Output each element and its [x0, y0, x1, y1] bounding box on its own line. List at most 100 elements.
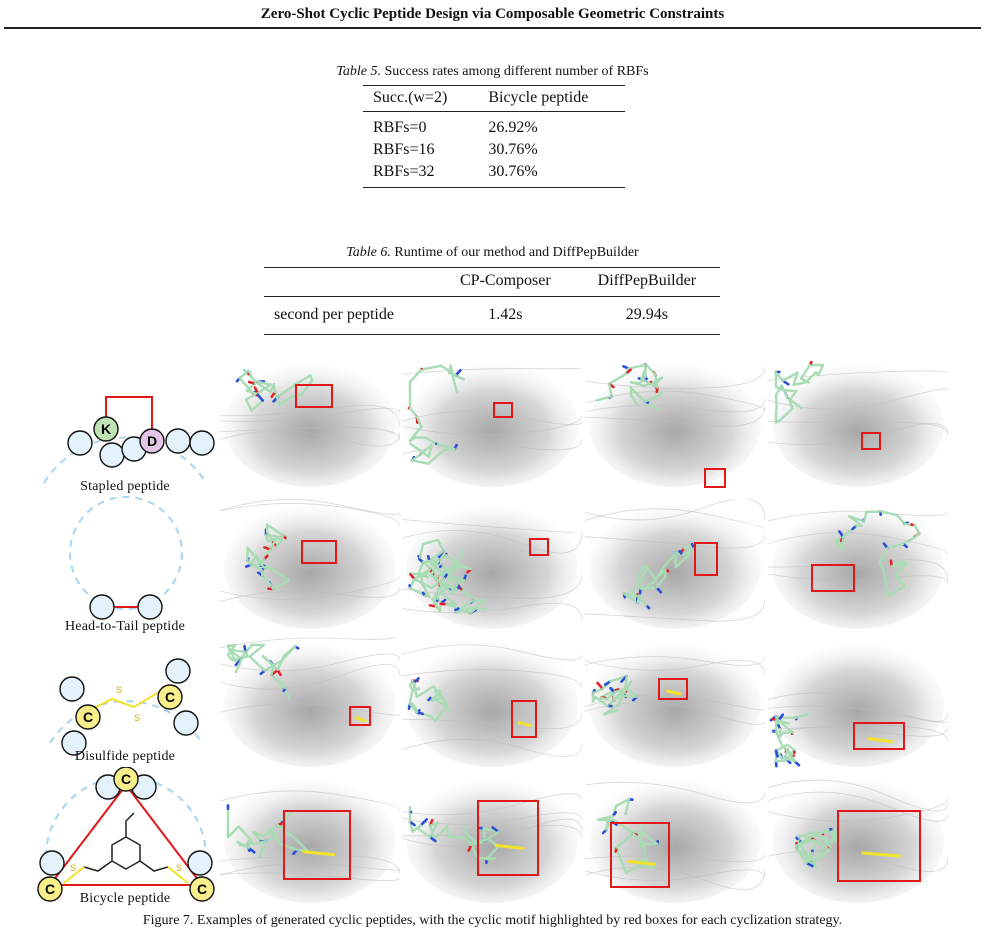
- residue-circle: [173, 710, 199, 736]
- cyclic-motif-box: [658, 678, 688, 700]
- peptide-bond: [774, 730, 784, 747]
- sulfur-label: S: [176, 863, 182, 873]
- peptide-bond: [774, 393, 778, 408]
- nitrogen-atom: [419, 818, 429, 827]
- peptide-bond: [450, 560, 460, 570]
- table-row: RBFs=0 26.92%: [363, 112, 625, 140]
- peptide-bond: [629, 386, 646, 403]
- peptide-bond: [408, 700, 418, 710]
- peptide-bond: [269, 383, 276, 394]
- sulfur-bond: [867, 737, 893, 744]
- peptide-bond: [629, 830, 642, 834]
- residue-circle: [187, 850, 213, 876]
- peptide-bond: [428, 821, 439, 839]
- peptide-bond: [878, 547, 889, 564]
- peptide-bond: [293, 374, 312, 386]
- peptide-bond: [252, 839, 268, 846]
- peptide-bond: [774, 718, 790, 725]
- peptide-bond: [247, 838, 253, 850]
- peptide-bond: [408, 442, 416, 448]
- residue-c-label: C: [197, 881, 207, 897]
- peptide-bond: [428, 549, 445, 563]
- table6-header-cell: DiffPepBuilder: [573, 267, 720, 297]
- protein-surface: [772, 505, 944, 629]
- table6-cell: 29.94s: [625, 306, 668, 323]
- residue-circle: [99, 442, 125, 468]
- peptide-bond: [279, 573, 290, 582]
- peptide-bond: [792, 371, 799, 386]
- table5-cell: 30.76%: [488, 163, 538, 180]
- sulfur-bond: [626, 859, 656, 866]
- protein-surface: [406, 643, 578, 767]
- table5-cell: RBFs=16: [373, 141, 435, 158]
- peptide-bond: [415, 685, 435, 699]
- peptide-bond: [269, 535, 279, 551]
- sulfur-label: S: [134, 713, 140, 723]
- peptide-bond: [774, 743, 789, 752]
- peptide-bond: [408, 689, 414, 703]
- cyclic-motif-box: [301, 540, 337, 564]
- peptide-bond: [663, 553, 676, 568]
- peptide-bond: [436, 566, 453, 578]
- cyclic-motif-box: [837, 810, 921, 882]
- bicycle-diagram: S S C C C: [37, 766, 215, 902]
- table6-caption: Table 6. Runtime of our method and DiffP…: [0, 245, 985, 261]
- peptide-bond: [817, 363, 825, 377]
- table6-header-cell: [264, 267, 437, 297]
- residue-circle: [165, 658, 191, 684]
- nitrogen-atom: [256, 393, 265, 402]
- peptide-bond: [620, 860, 628, 875]
- peptide-bond: [438, 580, 458, 591]
- peptide-bond: [277, 383, 297, 398]
- figure-caption: Figure 7. Examples of generated cyclic p…: [142, 913, 843, 928]
- peptide-bond: [276, 824, 295, 839]
- table5-header-cell: Bicycle peptide: [478, 85, 625, 112]
- peptide-bond: [774, 385, 784, 392]
- table5-cell: RBFs=32: [373, 163, 435, 180]
- peptide-bond: [630, 394, 638, 405]
- cyclic-motif-box: [493, 402, 513, 418]
- peptide-bond: [485, 845, 500, 861]
- peptide-bond: [654, 373, 659, 389]
- peptide-bond: [264, 833, 278, 843]
- peptide-bond: [469, 598, 486, 615]
- peptide-bond: [431, 562, 445, 575]
- protein-surface: [772, 363, 944, 487]
- peptide-bond: [244, 392, 259, 401]
- peptide-bond: [780, 384, 789, 399]
- peptide-bond: [432, 685, 445, 699]
- structure-panel: [768, 637, 948, 769]
- structure-panel: [220, 637, 400, 769]
- peptide-bond: [283, 688, 291, 700]
- peptide-bond: [795, 838, 815, 847]
- peptide-bond: [620, 680, 633, 697]
- peptide-bond: [788, 399, 794, 410]
- sulfur-bond: [861, 851, 901, 858]
- peptide-bond: [470, 838, 489, 847]
- structure-panel: [220, 499, 400, 631]
- peptide-bond: [262, 565, 270, 571]
- peptide-bond: [886, 542, 905, 550]
- cyclic-motif-box: [694, 542, 718, 576]
- sulfur-bond: [302, 850, 335, 857]
- residue-circle: [137, 594, 163, 620]
- peptide-bond: [249, 563, 261, 567]
- peptide-bond: [226, 825, 240, 839]
- peptide-bond: [256, 380, 272, 386]
- peptide-bond: [681, 547, 696, 557]
- residue-c-circle: [37, 876, 63, 902]
- peptide-bond: [795, 847, 808, 865]
- peptide-bond: [445, 553, 458, 565]
- residue-c-label: C: [45, 881, 55, 897]
- sulfur-label: S: [70, 863, 76, 873]
- peptide-bond: [674, 551, 678, 569]
- peptide-bond: [797, 831, 816, 839]
- peptide-bond: [901, 536, 916, 546]
- residue-c-label: C: [165, 689, 175, 705]
- peptide-bond: [884, 581, 890, 598]
- peptide-bond: [644, 393, 663, 403]
- residue-d-label: D: [147, 433, 157, 449]
- peptide-bond: [890, 559, 905, 568]
- residue-circle: [39, 850, 65, 876]
- peptide-bond: [804, 371, 818, 384]
